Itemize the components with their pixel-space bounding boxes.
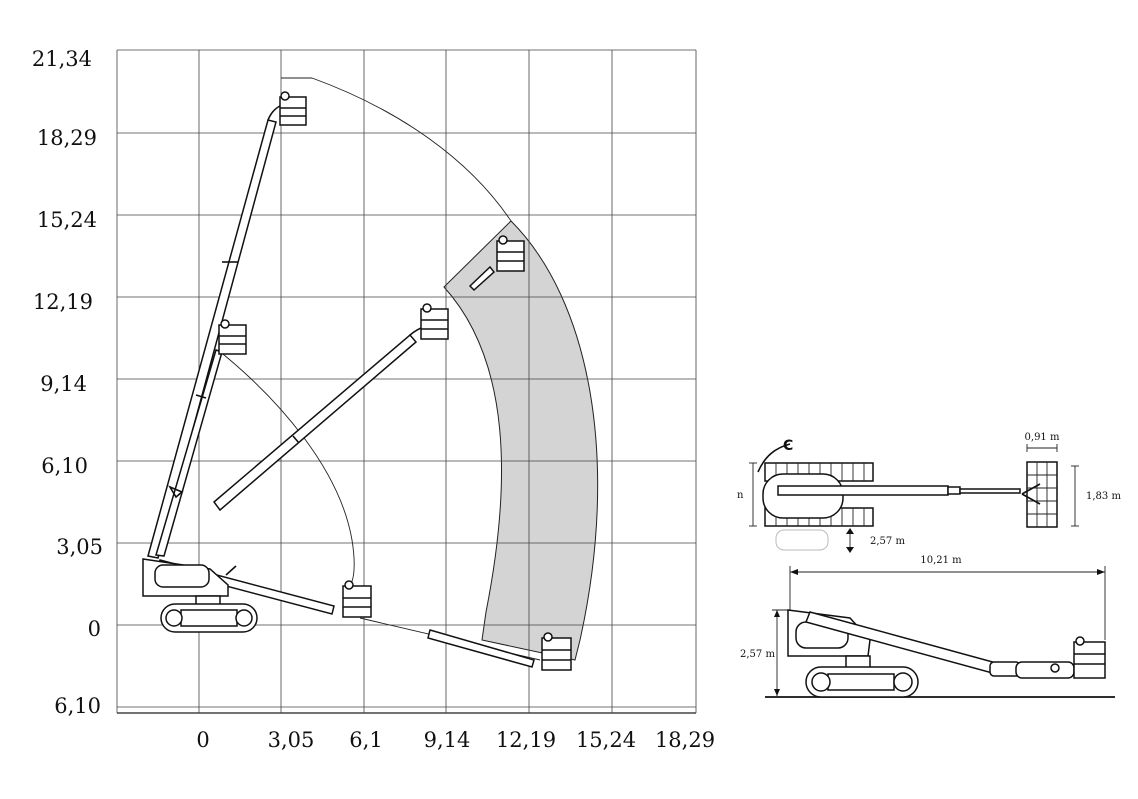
- basket-diagonal: [420, 303, 449, 340]
- dim-basket-width: 0,91 m: [1025, 432, 1060, 443]
- machine-base: [142, 558, 258, 633]
- boom-max-height: [147, 103, 286, 559]
- dim-height: 2,57 m: [740, 649, 775, 660]
- y-tick: 15,24: [37, 208, 97, 232]
- x-axis-ticks: 0 3,05 6,1 9,14 12,19 15,24 18,29: [196, 728, 715, 752]
- y-tick: 6,10: [41, 454, 88, 478]
- basket-top: [279, 91, 307, 126]
- grid: [116, 49, 697, 714]
- side-view: 10,21 m 2,57 m: [740, 555, 1115, 698]
- reach-envelope-outer: [281, 77, 512, 222]
- reach-envelope-inner: [217, 349, 355, 586]
- basket-zone: [496, 235, 525, 272]
- rotation-arc: [757, 443, 791, 473]
- boom-top: [777, 485, 949, 496]
- x-tick: 18,29: [655, 728, 715, 752]
- x-tick: 3,05: [268, 728, 315, 752]
- x-tick: 12,19: [496, 728, 556, 752]
- side-basket: [1073, 641, 1106, 679]
- y-tick: 3,05: [56, 535, 103, 559]
- y-tick: 21,34: [32, 47, 92, 71]
- jib-top: [959, 488, 1021, 494]
- x-tick: 6,1: [349, 728, 382, 752]
- boom-shaded-zone: [468, 265, 496, 292]
- dim-length: 10,21 m: [920, 555, 962, 566]
- dim-track: 2,57 m: [870, 536, 905, 547]
- basket-below: [541, 632, 572, 671]
- working-zone: [443, 220, 599, 661]
- counterweight-ghost: [775, 529, 829, 551]
- boom-top-tip: [947, 486, 961, 495]
- y-tick: 18,29: [37, 126, 97, 150]
- top-view: C n 0,91 m 1,83 m 2,57 m: [737, 432, 1121, 553]
- boom-below-ground: [427, 629, 535, 668]
- x-tick: 0: [196, 728, 209, 752]
- boom-mid-height: [155, 349, 223, 557]
- basket-mid: [218, 319, 247, 355]
- boom-diagonal: [212, 325, 427, 512]
- x-tick: 15,24: [576, 728, 636, 752]
- dim-n: n: [737, 490, 744, 501]
- y-tick: 0: [88, 617, 101, 641]
- y-tick: 9,14: [40, 372, 87, 396]
- y-tick: 12,19: [33, 290, 93, 314]
- y-axis-ticks: 21,34 18,29 15,24 12,19 9,14 6,10 3,05 0…: [32, 47, 103, 718]
- turret: [762, 473, 844, 519]
- dim-basket-height: 1,83 m: [1086, 491, 1121, 502]
- reach-diagram: 21,34 18,29 15,24 12,19 9,14 6,10 3,05 0…: [32, 47, 715, 752]
- rotation-label: C: [783, 438, 793, 454]
- basket-top-view: [1026, 461, 1058, 528]
- basket-low: [342, 580, 372, 618]
- x-tick: 9,14: [424, 728, 471, 752]
- y-tick: 6,10: [54, 694, 101, 718]
